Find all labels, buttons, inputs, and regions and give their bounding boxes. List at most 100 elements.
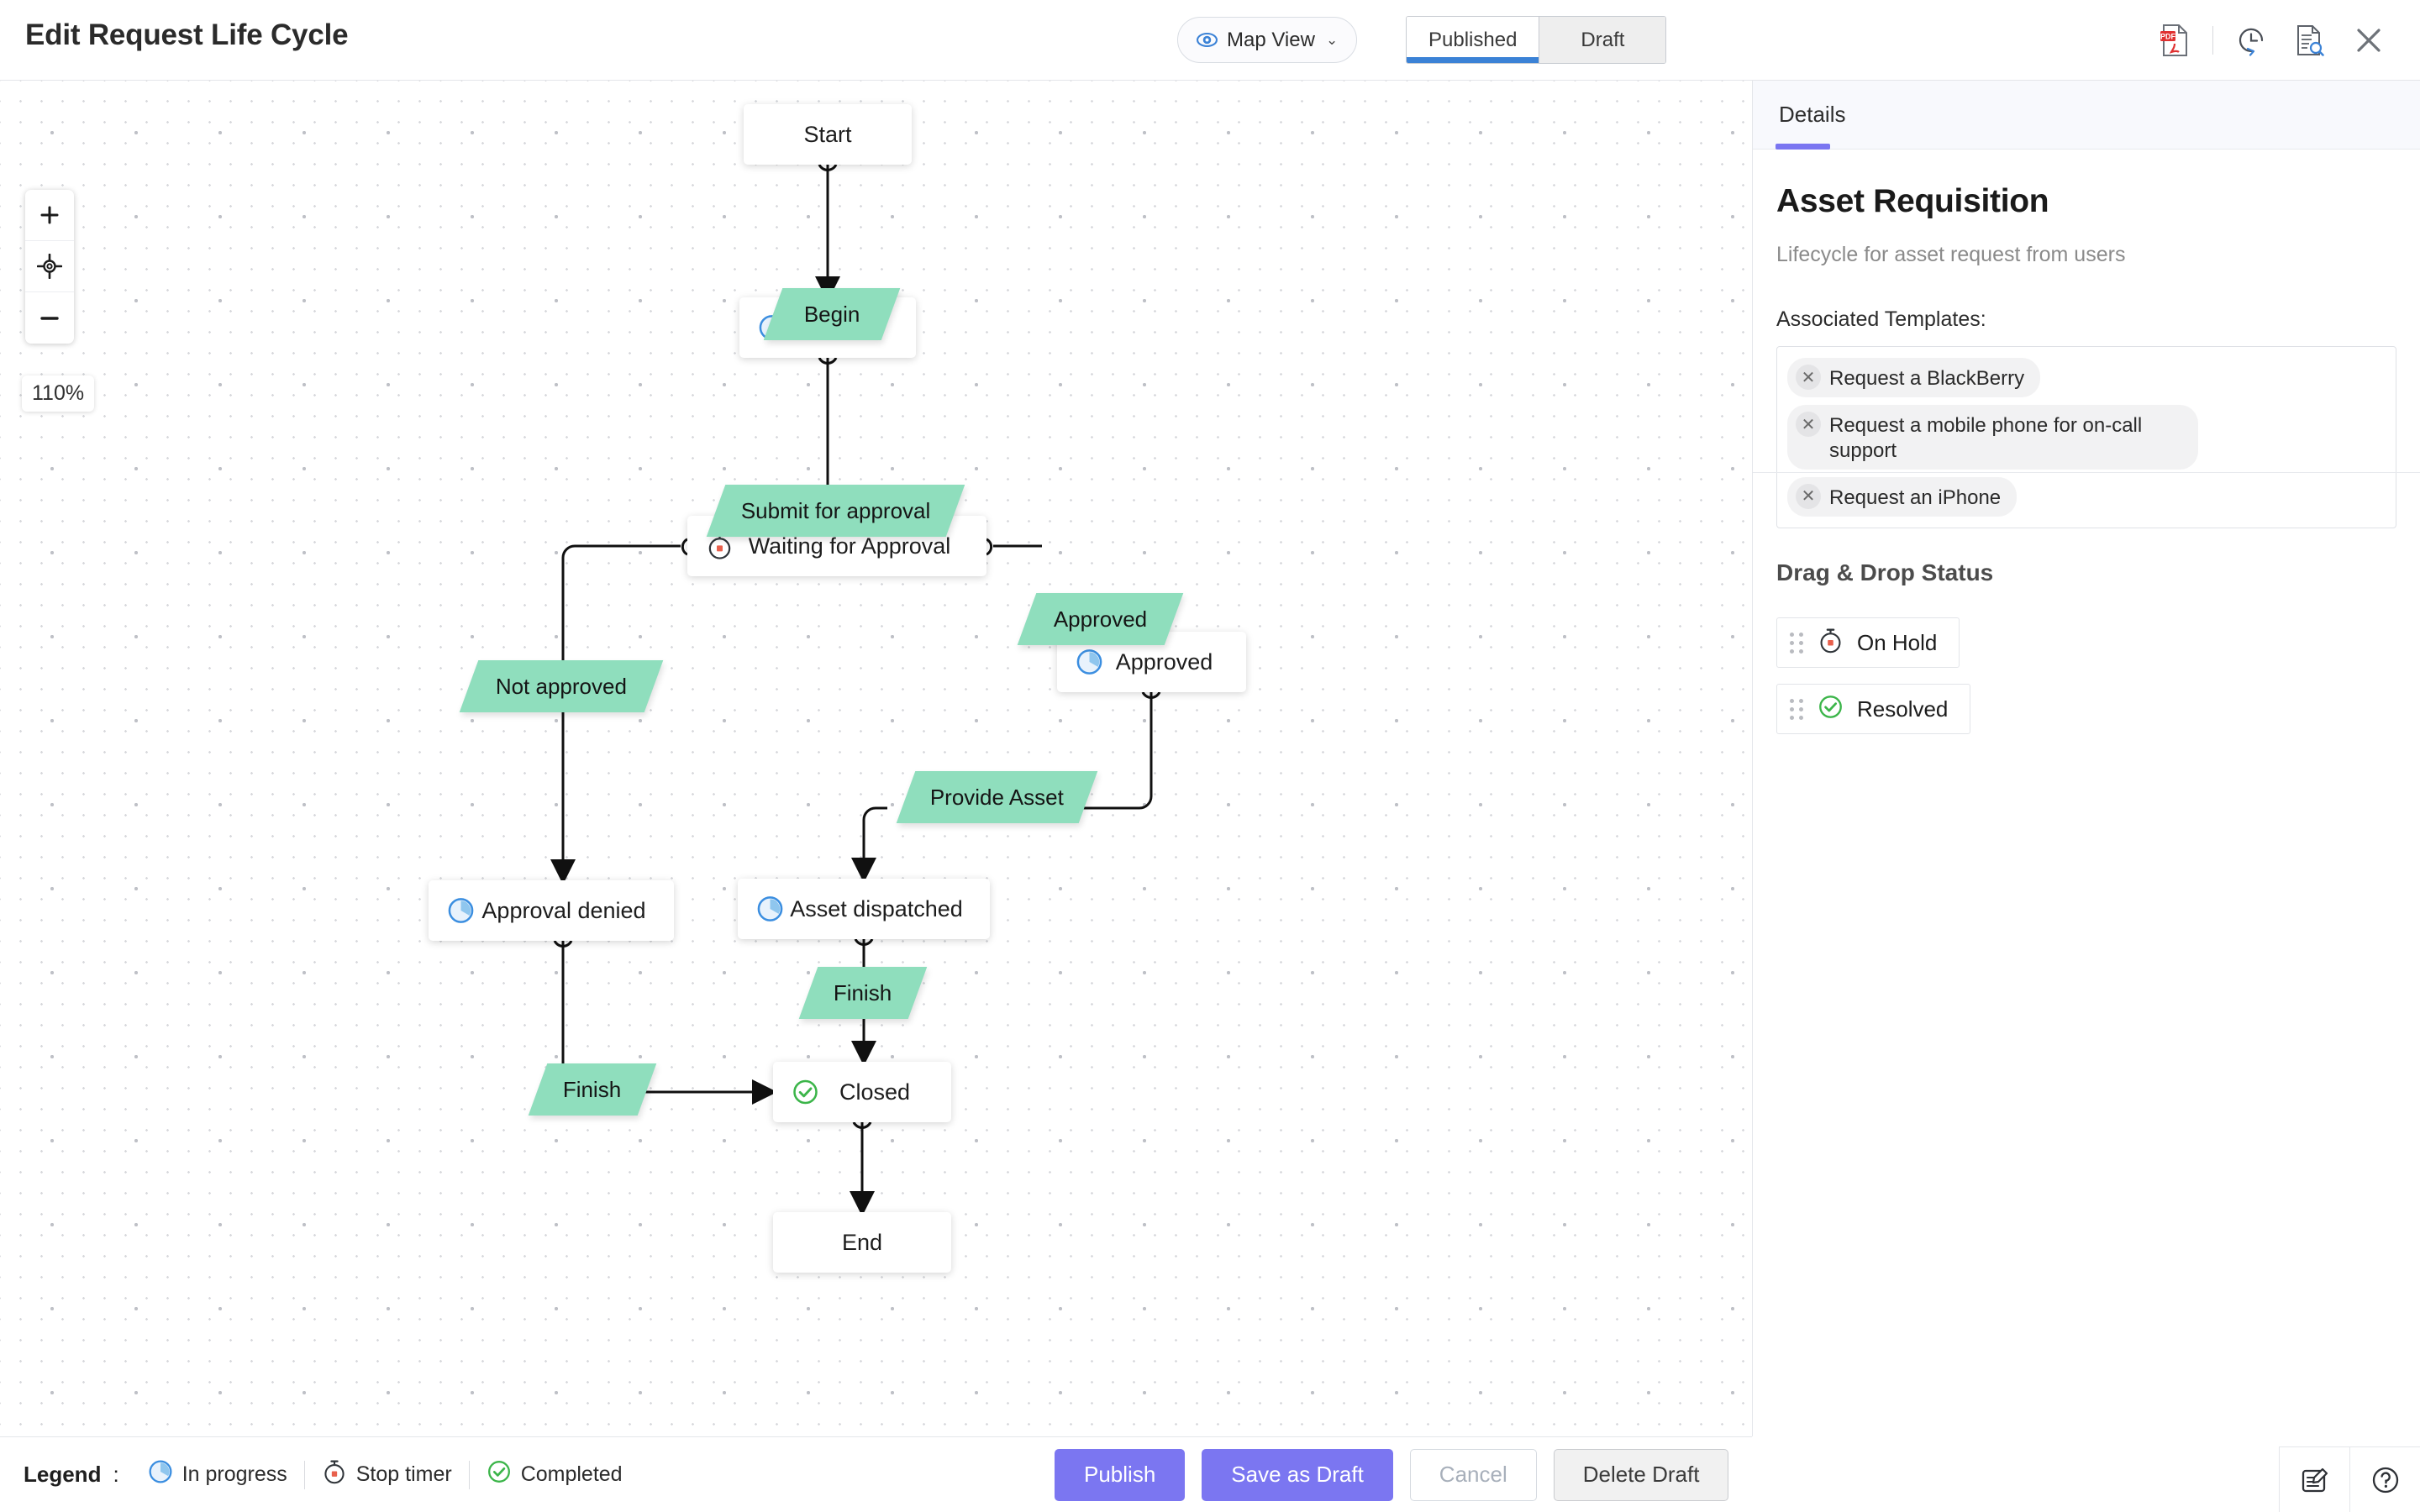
- lifecycle-canvas[interactable]: 110%: [0, 81, 1752, 1436]
- template-chip[interactable]: ✕ Request an iPhone: [1787, 476, 2018, 517]
- feedback-edit-icon[interactable]: [2279, 1446, 2349, 1512]
- save-as-draft-button[interactable]: Save as Draft: [1202, 1448, 1393, 1501]
- transition-not-approved[interactable]: Not approved: [459, 660, 664, 712]
- transition-provide-asset[interactable]: Provide Asset: [896, 771, 1098, 823]
- template-label: Request a mobile phone for on-call suppo…: [1829, 414, 2143, 462]
- eye-icon: [1197, 29, 1218, 50]
- template-chip[interactable]: ✕ Request a BlackBerry: [1787, 358, 2041, 398]
- details-panel: Details Asset Requisition Lifecycle for …: [1752, 81, 2420, 1436]
- help-icon[interactable]: [2349, 1446, 2420, 1512]
- panel-divider: [1753, 472, 2420, 473]
- legend-item-in-progress: In progress: [131, 1459, 304, 1490]
- transition-label: Approved: [1053, 606, 1148, 632]
- template-label: Request an iPhone: [1829, 486, 2002, 509]
- drag-drop-item-on-hold[interactable]: On Hold: [1776, 617, 1960, 669]
- tab-details[interactable]: Details: [1776, 81, 1849, 150]
- close-icon[interactable]: ✕: [1796, 483, 1821, 509]
- legend-item-stop-timer: Stop timer: [305, 1459, 469, 1490]
- document-search-icon[interactable]: [2281, 17, 2339, 64]
- publish-button[interactable]: Publish: [1055, 1448, 1186, 1501]
- transition-label: Begin: [803, 301, 860, 327]
- drag-drop-title: Drag & Drop Status: [1776, 559, 1994, 586]
- transition-label: Finish: [834, 979, 892, 1005]
- legend-divider: [303, 1460, 305, 1489]
- node-approval-denied[interactable]: Approval denied: [429, 880, 674, 941]
- legend: Legend : In progress Stop timer: [24, 1459, 639, 1490]
- lifecycle-name: Asset Requisition: [1776, 183, 2049, 219]
- header-divider: [2212, 26, 2213, 55]
- legend-label: Stop timer: [355, 1462, 452, 1486]
- node-label: Asset dispatched: [790, 895, 963, 921]
- page-title: Edit Request Life Cycle: [25, 18, 349, 51]
- transition-label: Not approved: [495, 673, 628, 699]
- tab-published[interactable]: Published: [1407, 17, 1540, 63]
- delete-draft-button[interactable]: Delete Draft: [1553, 1448, 1729, 1501]
- transition-approved[interactable]: Approved: [1017, 593, 1184, 645]
- node-label: Closed: [839, 1079, 911, 1105]
- bottom-right-toolbar: [2279, 1446, 2420, 1512]
- in-progress-icon: [447, 897, 475, 925]
- node-label: End: [841, 1229, 883, 1255]
- legend-title: Legend: [24, 1462, 102, 1487]
- status-label: Resolved: [1857, 696, 1949, 722]
- transition-label: Submit for approval: [740, 497, 931, 523]
- stop-timer-icon: [1818, 627, 1844, 658]
- map-view-label: Map View: [1227, 28, 1315, 51]
- node-label: Waiting for Approval: [748, 533, 951, 559]
- node-label: Approved: [1115, 648, 1213, 675]
- app-header: Edit Request Life Cycle Map View ⌄ Publi…: [0, 0, 2420, 81]
- node-asset-dispatched[interactable]: Asset dispatched: [738, 879, 990, 939]
- completed-icon: [792, 1079, 819, 1106]
- transition-submit-for-approval[interactable]: Submit for approval: [706, 485, 965, 537]
- associated-templates-label: Associated Templates:: [1776, 307, 1986, 331]
- tab-draft[interactable]: Draft: [1539, 17, 1666, 63]
- in-progress-icon: [148, 1459, 173, 1490]
- in-progress-icon: [756, 895, 784, 923]
- chevron-down-icon: ⌄: [1325, 31, 1339, 48]
- node-label: Start: [803, 121, 852, 147]
- transition-label: Provide Asset: [930, 784, 1064, 810]
- completed-icon: [1818, 694, 1844, 724]
- header-icon-group: PDF: [2145, 17, 2398, 64]
- associated-templates-box: ✕ Request a BlackBerry ✕ Request a mobil…: [1776, 346, 2396, 529]
- close-icon[interactable]: ✕: [1796, 365, 1821, 390]
- drag-handle-icon[interactable]: [1790, 632, 1804, 654]
- lifecycle-description: Lifecycle for asset request from users: [1776, 243, 2126, 266]
- panel-body: Asset Requisition Lifecycle for asset re…: [1753, 150, 2420, 529]
- panel-tab-bar: Details: [1753, 81, 2420, 150]
- status-label: On Hold: [1857, 629, 1938, 655]
- zoom-in-button[interactable]: [25, 190, 74, 241]
- transition-finish-denied[interactable]: Finish: [528, 1063, 657, 1116]
- version-tabs: Published Draft: [1406, 16, 1667, 64]
- cancel-button: Cancel: [1409, 1448, 1537, 1501]
- history-icon[interactable]: [2222, 17, 2281, 64]
- template-chip[interactable]: ✕ Request a mobile phone for on-call sup…: [1787, 405, 2198, 470]
- pdf-export-icon[interactable]: PDF: [2145, 17, 2204, 64]
- transition-begin[interactable]: Begin: [763, 288, 901, 340]
- footer-actions: Publish Save as Draft Cancel Delete Draf…: [1055, 1448, 1729, 1501]
- legend-item-completed: Completed: [470, 1459, 639, 1490]
- drag-drop-section: Drag & Drop Status On Hold Resolved: [1753, 528, 2420, 750]
- map-view-button[interactable]: Map View ⌄: [1177, 17, 1358, 63]
- zoom-out-button[interactable]: [25, 292, 74, 344]
- in-progress-icon: [1076, 648, 1103, 676]
- close-icon[interactable]: [2339, 17, 2398, 64]
- completed-icon: [487, 1459, 512, 1490]
- node-end[interactable]: End: [773, 1212, 951, 1273]
- template-label: Request a BlackBerry: [1829, 367, 2025, 390]
- drag-drop-item-resolved[interactable]: Resolved: [1776, 684, 1971, 735]
- close-icon[interactable]: ✕: [1796, 412, 1821, 438]
- transition-finish-asset[interactable]: Finish: [798, 967, 928, 1019]
- stop-timer-icon: [322, 1459, 347, 1490]
- footer-bar: Legend : In progress Stop timer: [0, 1436, 1752, 1512]
- transition-label: Finish: [563, 1076, 622, 1102]
- drag-handle-icon[interactable]: [1790, 698, 1804, 720]
- node-closed[interactable]: Closed: [773, 1062, 951, 1122]
- crosshair-icon[interactable]: [25, 241, 74, 292]
- node-label: Approval denied: [481, 897, 646, 923]
- legend-label: In progress: [182, 1462, 287, 1486]
- legend-label: Completed: [520, 1462, 623, 1486]
- svg-text:PDF: PDF: [2160, 33, 2176, 41]
- zoom-level-label: 110%: [22, 375, 95, 412]
- node-start[interactable]: Start: [744, 104, 912, 165]
